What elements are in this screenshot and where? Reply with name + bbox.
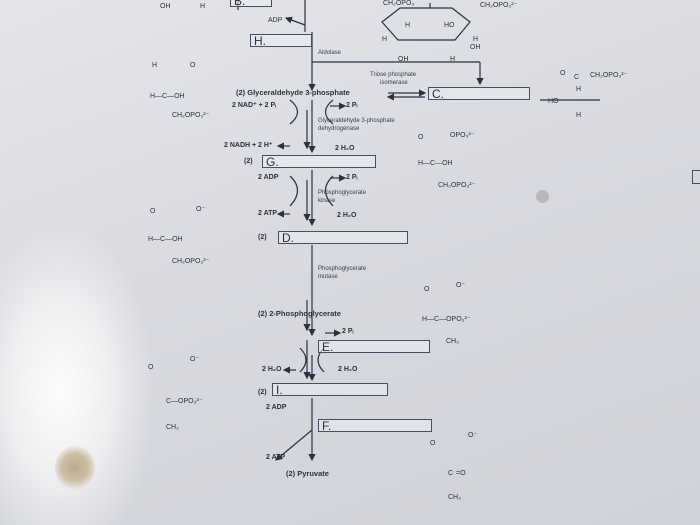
enzyme-tpi-2: isomerase	[380, 80, 408, 86]
ring-ho: HO	[444, 22, 455, 29]
enzyme-gapdh-2: dehydrogenase	[318, 126, 360, 132]
pep-ch2: CH₂	[166, 424, 179, 431]
cofactor-nadh: 2 NADH + 2 H⁺	[224, 142, 273, 149]
adp-top: ADP	[268, 17, 283, 24]
pep-c: C—OPO₃²⁻	[166, 398, 203, 405]
ring-oh: OH	[398, 56, 409, 63]
pg2-o2: O⁻	[456, 282, 466, 289]
partial-box-edge	[692, 170, 700, 184]
cofactor-pi-gapdh: 2 Pᵢ	[346, 102, 358, 109]
answer-box-d[interactable]: D.	[278, 231, 408, 245]
answer-box-f[interactable]: F.	[318, 419, 432, 433]
pg2-o: O	[424, 286, 430, 293]
cofactor-nad: 2 NAD⁺ + 2 Pᵢ	[232, 102, 277, 109]
pg3-c: H—C—OH	[148, 236, 183, 243]
dhap-h1: H	[576, 86, 582, 93]
answer-box-g[interactable]: G.	[262, 155, 376, 169]
bpg-c: H—C—OH	[418, 160, 453, 167]
ring-h-right: H	[473, 36, 479, 43]
ring-ch2opo3-left: CH₂OPO₃	[383, 0, 415, 7]
enzyme-pgm-1: Phosphoglycerate	[318, 266, 367, 272]
top-h: H	[200, 3, 206, 10]
label-g3p: (2) Glyceraldehyde 3-phosphate	[236, 88, 350, 97]
label-pyruvate: (2) Pyruvate	[286, 469, 329, 478]
bpg-opo3: OPO₃²⁻	[450, 132, 475, 139]
pep-o: O	[148, 364, 154, 371]
pg2-ch3: CH₃	[446, 338, 459, 345]
dhap-h2: H	[576, 112, 582, 119]
smudge-mark	[55, 445, 95, 490]
dhap-c: C	[574, 74, 580, 81]
answer-box-b[interactable]: B.	[230, 0, 272, 8]
ring-oh-right: OH	[470, 44, 481, 51]
cofactor-atp-1: 2 ATP	[258, 210, 278, 217]
pep-o2: O⁻	[190, 356, 200, 363]
ring-ch2opo3-right: CH₂OPO₃²⁻	[480, 2, 518, 9]
dhap-ch2opo3: CH₂OPO₃²⁻	[590, 72, 628, 79]
label-2pg: (2) 2-Phosphoglycerate	[258, 309, 341, 318]
enzyme-pgk-1: Phosphoglycerate	[318, 190, 367, 196]
grey-dot	[536, 190, 549, 203]
cofactor-h2o-3: 2 H₂O	[338, 366, 358, 373]
pg3-ch2: CH₂OPO₃²⁻	[172, 258, 210, 265]
pyr-ch3: CH₃	[448, 494, 461, 501]
cofactor-h2o-4: 2 H₂O	[262, 366, 282, 373]
enzyme-pgk-2: kinase	[318, 198, 336, 204]
cofactor-pi-pgk: 2 Pᵢ	[346, 174, 358, 181]
g3p-c: H—C—OH	[150, 93, 185, 100]
g3p-h: H	[152, 62, 158, 69]
pg3-o: O	[150, 208, 156, 215]
enzyme-gapdh-1: Glyceraldehyde 3-phosphate	[318, 118, 395, 124]
top-oh: OH	[160, 3, 171, 10]
count-d: (2)	[258, 234, 267, 241]
ring-h-left: H	[382, 36, 388, 43]
pg3-o2: O⁻	[196, 206, 206, 213]
count-i: (2)	[258, 389, 267, 396]
enzyme-pgm-2: mutase	[318, 274, 338, 280]
pyr-co: =O	[456, 470, 466, 477]
g3p-ch2: CH₂OPO₃²⁻	[172, 112, 210, 119]
cofactor-pi-pgm: 2 Pᵢ	[342, 328, 354, 335]
count-g: (2)	[244, 158, 253, 165]
answer-box-h[interactable]: H.	[250, 34, 312, 48]
enzyme-tpi-1: Triose phosphate	[370, 72, 417, 78]
dhap-o: O	[560, 70, 566, 77]
cofactor-h2o-1: 2 H₂O	[335, 145, 355, 152]
ring-h: H	[405, 22, 411, 29]
dhap-ho: HO	[548, 98, 559, 105]
cofactor-adp-2: 2 ADP	[266, 404, 287, 411]
pg2-c: H—C—OPO₃²⁻	[422, 316, 471, 323]
answer-box-e[interactable]: E.	[318, 340, 430, 354]
g3p-o: O	[190, 62, 196, 69]
bpg-ch2: CH₂OPO₃²⁻	[438, 182, 476, 189]
bpg-o: O	[418, 134, 424, 141]
answer-box-i[interactable]: I.	[272, 383, 388, 397]
enzyme-aldolase: Aldolase	[318, 50, 342, 56]
pyr-o2: O⁻	[468, 432, 478, 439]
ring-h-bottom: H	[450, 56, 456, 63]
cofactor-h2o-2: 2 H₂O	[337, 212, 357, 219]
answer-box-c[interactable]: C.	[428, 87, 530, 101]
cofactor-atp-2: 2 ATP	[266, 454, 286, 461]
pyr-c: C	[448, 470, 454, 477]
pyr-o: O	[430, 440, 436, 447]
cofactor-adp-1: 2 ADP	[258, 174, 279, 181]
